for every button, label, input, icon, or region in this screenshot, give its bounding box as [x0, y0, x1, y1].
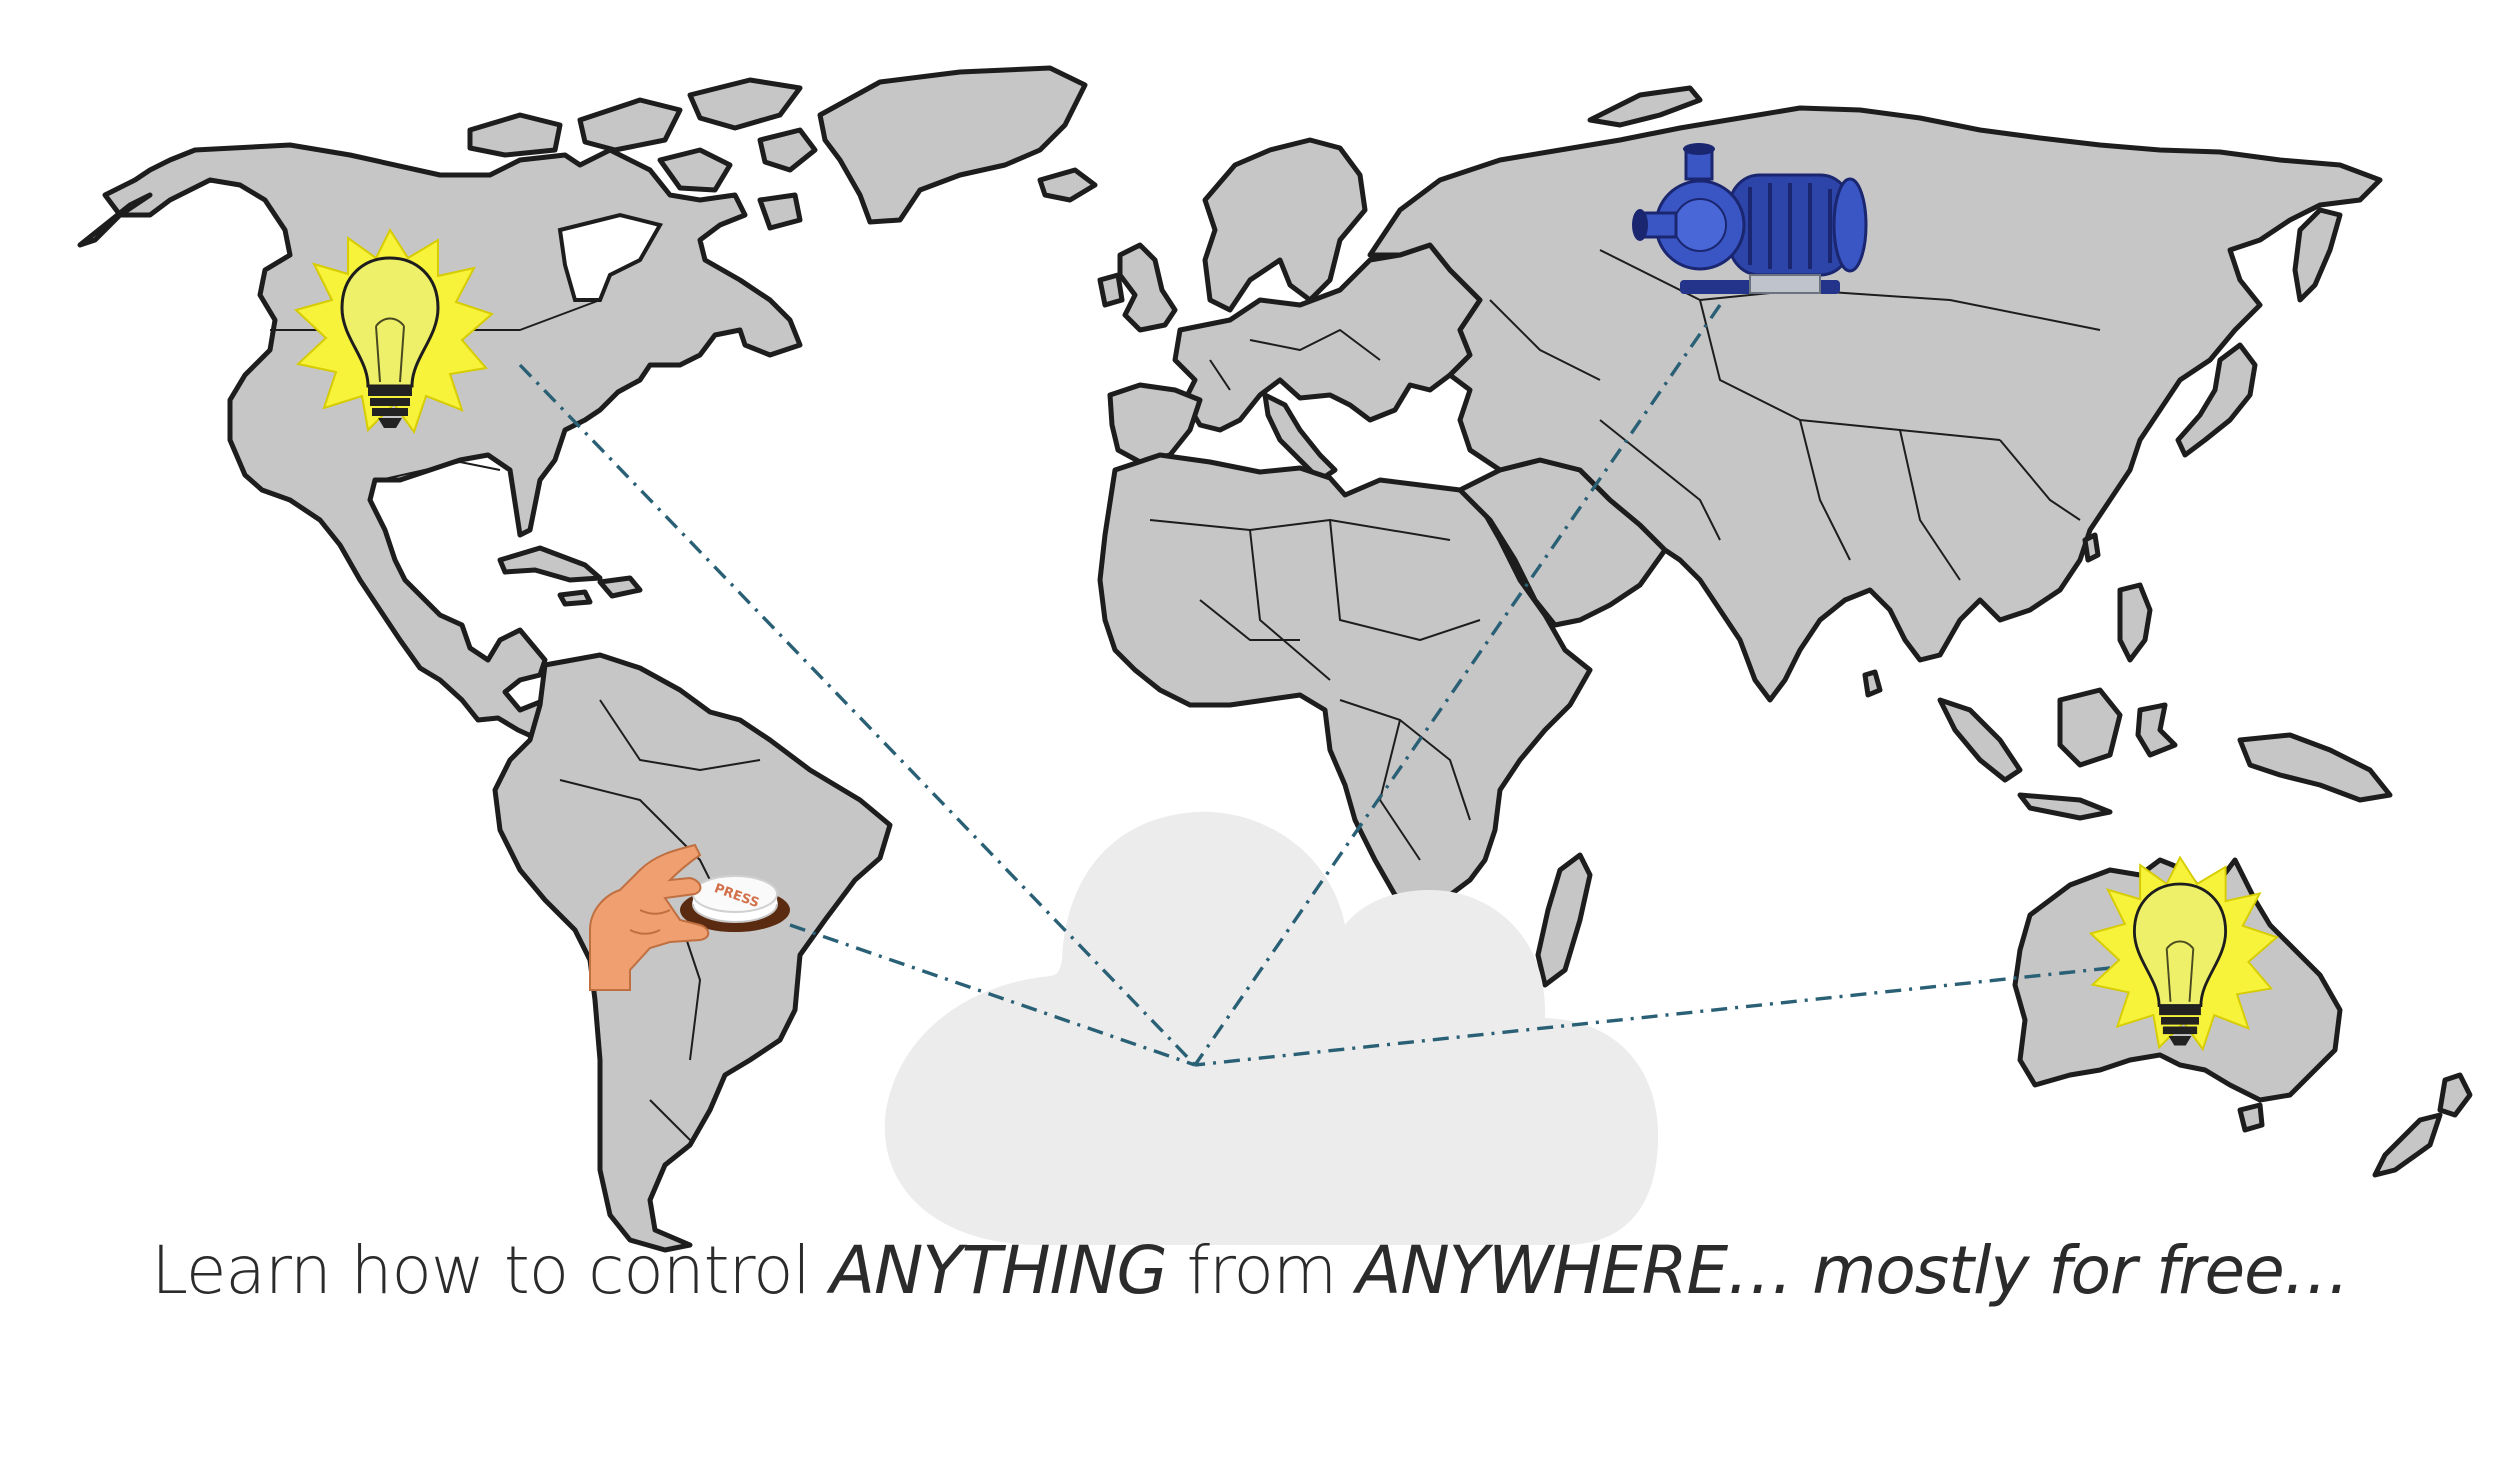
sumatra	[1937, 697, 2023, 783]
novaya-zemlya	[1587, 85, 1703, 128]
tasmania	[2237, 1102, 2265, 1133]
link-north-america	[518, 363, 1197, 1067]
continent-asia	[1367, 105, 2383, 703]
arctic-island-5	[757, 127, 818, 173]
continent-north-america	[102, 142, 803, 743]
caribbean-island	[557, 589, 593, 607]
new-guinea	[2237, 732, 2393, 803]
hand-press-button-icon: PRESS	[589, 843, 790, 991]
japan	[2175, 342, 2258, 458]
sulawesi	[2135, 702, 2178, 758]
tagline-anywhere: ANYWHERE… mostly for free…	[1356, 1232, 2350, 1309]
alaska-peninsula	[77, 192, 153, 248]
continent-africa	[1097, 452, 1593, 908]
hispaniola	[597, 575, 643, 599]
tagline-anything: ANYTHING	[829, 1232, 1168, 1309]
tagline-text-2: from	[1186, 1232, 1357, 1309]
world-map	[77, 65, 2473, 1253]
ireland	[1097, 272, 1125, 308]
light-bulb-icon	[2088, 855, 2279, 1052]
cloud-icon	[884, 811, 1659, 1245]
greenland	[817, 65, 1088, 225]
java	[2017, 792, 2113, 821]
arctic-island-3	[687, 77, 803, 131]
sri-lanka	[1862, 669, 1883, 698]
arctic-island-1	[467, 112, 563, 158]
cuba	[497, 545, 603, 583]
kamchatka	[2292, 207, 2343, 303]
borneo	[2057, 687, 2123, 768]
europe-mainland	[1172, 242, 1483, 433]
philippines	[2117, 582, 2153, 663]
hudson-bay	[557, 212, 664, 302]
uk	[1117, 242, 1178, 333]
iceland	[1037, 167, 1098, 203]
iberia	[1107, 382, 1203, 465]
link-russia	[1193, 304, 1722, 1066]
network-links	[518, 304, 2111, 1067]
new-zealand-south	[2372, 1112, 2443, 1178]
scandinavia	[1202, 137, 1368, 313]
arctic-island-6	[757, 192, 803, 231]
arctic-island-2	[577, 97, 683, 153]
tagline-text-1: Learn how to control	[151, 1232, 830, 1309]
madagascar	[1535, 852, 1593, 988]
taiwan	[2082, 532, 2101, 563]
link-australia	[1194, 966, 2111, 1067]
light-bulb-icon	[294, 227, 494, 435]
link-south-america	[789, 923, 1196, 1067]
new-zealand-north	[2437, 1072, 2473, 1118]
water-pump-icon	[1632, 143, 1868, 294]
continent-south-america	[492, 652, 893, 1253]
arctic-island-4	[657, 147, 733, 193]
